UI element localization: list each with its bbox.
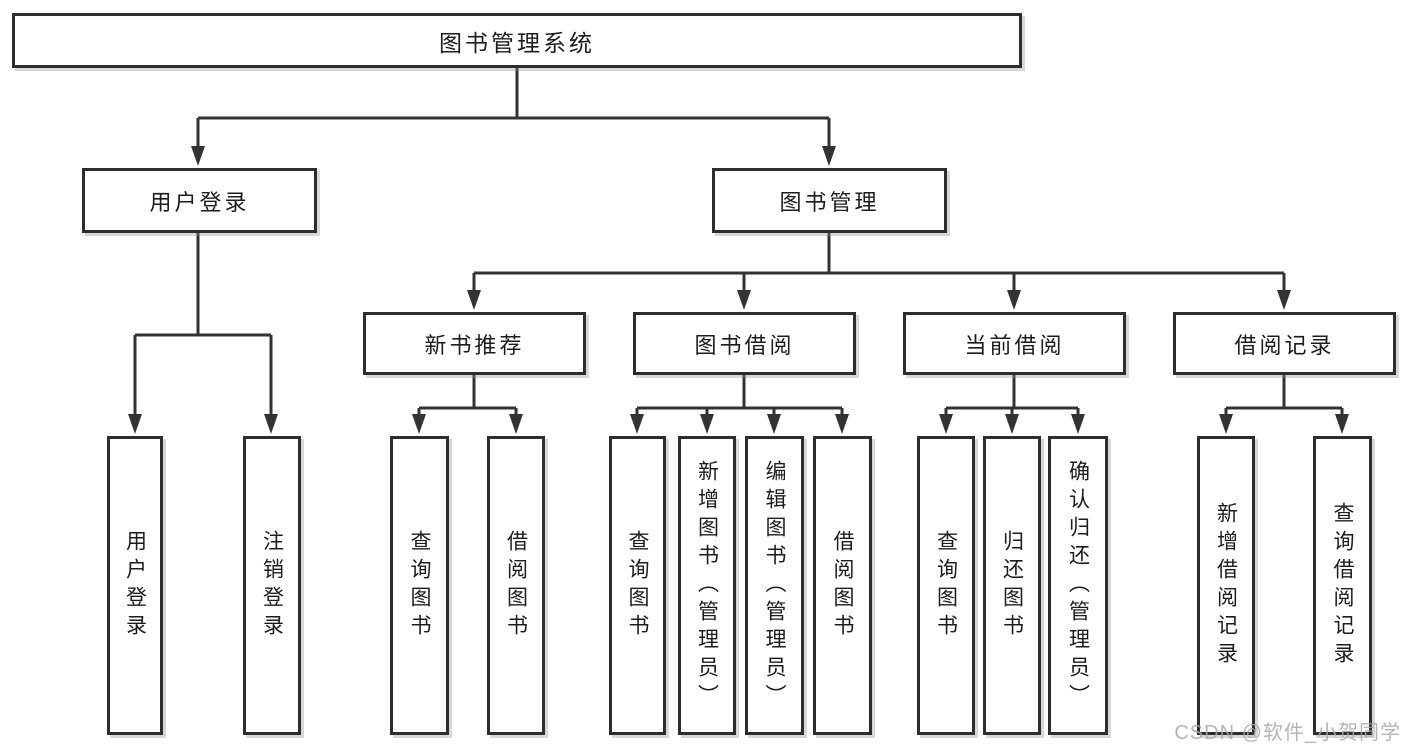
node-book-management: 图书管理: [712, 168, 947, 233]
leaf-confirm-return-admin: 确认归还（管理员）: [1048, 436, 1108, 735]
node-label: 借阅记录: [1234, 332, 1335, 358]
node-library-management-system: 图书管理系统: [12, 13, 1022, 68]
node-borrowing-records: 借阅记录: [1173, 312, 1396, 375]
node-label: 用户登录: [123, 529, 147, 642]
node-current-borrowing: 当前借阅: [903, 312, 1126, 375]
node-label: 图书管理: [779, 189, 880, 215]
leaf-query-books-1: 查询图书: [390, 436, 449, 735]
node-book-borrowing: 图书借阅: [633, 312, 856, 375]
leaf-query-borrow-record: 查询借阅记录: [1313, 436, 1372, 735]
node-user-login: 用户登录: [82, 168, 317, 233]
node-label: 新增借阅记录: [1214, 501, 1238, 670]
node-label: 查询图书: [934, 529, 958, 642]
node-label: 借阅图书: [504, 529, 528, 642]
arrow-heads: [128, 146, 1349, 434]
leaf-query-books-3: 查询图书: [917, 436, 975, 735]
node-label: 编辑图书（管理员）: [763, 459, 786, 712]
csdn-watermark: CSDN @软件_小贺同学: [1174, 722, 1401, 744]
leaf-edit-books-admin: 编辑图书（管理员）: [745, 436, 804, 735]
leaf-add-books-admin: 新增图书（管理员）: [678, 436, 736, 735]
leaf-add-borrow-record: 新增借阅记录: [1197, 436, 1255, 735]
node-label: 新增图书（管理员）: [695, 459, 719, 712]
node-label: 查询图书: [408, 529, 431, 642]
leaf-user-login: 用户登录: [107, 436, 163, 735]
node-label: 当前借阅: [964, 332, 1065, 358]
node-label: 借阅图书: [831, 529, 854, 642]
node-label: 新书推荐: [424, 332, 525, 358]
leaf-logout: 注销登录: [243, 436, 301, 735]
connector-lines: [133, 68, 1344, 418]
node-label: 归还图书: [1000, 529, 1024, 642]
leaf-borrow-books-2: 借阅图书: [813, 436, 872, 735]
node-label: 图书管理系统: [439, 29, 595, 56]
node-label: 查询图书: [626, 529, 649, 642]
node-label: 确认归还（管理员）: [1066, 459, 1090, 712]
node-label: 查询借阅记录: [1331, 501, 1354, 670]
node-label: 注销登录: [260, 529, 284, 642]
node-label: 图书借阅: [694, 332, 795, 358]
leaf-return-books: 归还图书: [983, 436, 1041, 735]
leaf-query-books-2: 查询图书: [609, 436, 666, 735]
node-label: 用户登录: [149, 189, 250, 215]
leaf-borrow-books-1: 借阅图书: [487, 436, 545, 735]
node-new-book-recommendation: 新书推荐: [363, 312, 586, 375]
